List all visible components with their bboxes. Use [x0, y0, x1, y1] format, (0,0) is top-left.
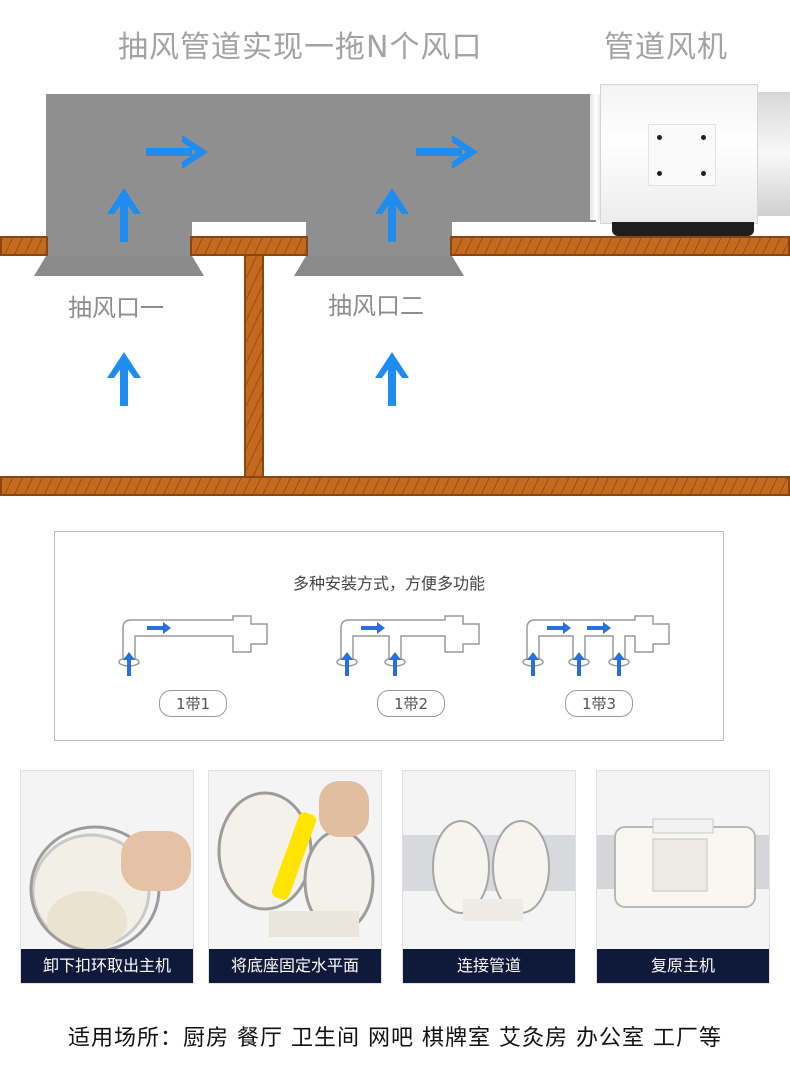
branch-flange-1	[34, 256, 204, 276]
partition-wall	[244, 254, 264, 478]
photo-fan-ring-icon	[29, 825, 191, 951]
photo-restored-fan-icon	[597, 818, 769, 908]
ceiling-left	[0, 236, 48, 256]
branch-flange-2	[294, 256, 464, 276]
floor	[0, 476, 790, 496]
step-photo-3: 连接管道	[402, 770, 576, 984]
photo-caption-3: 连接管道	[403, 949, 575, 983]
step-photo-1: 卸下扣环取出主机	[20, 770, 194, 984]
applicable-venues: 适用场所：厨房 餐厅 卫生间 网吧 棋牌室 艾灸房 办公室 工厂等	[68, 1026, 722, 1051]
mode-label-1: 1带1	[159, 690, 228, 717]
photo-duct-connect-icon	[403, 820, 575, 921]
arrow-up-icon	[375, 188, 409, 242]
fan-inlet-pipe	[590, 94, 602, 220]
photo-base-icon	[217, 781, 375, 937]
install-diagrams	[118, 615, 670, 676]
port2-label: 抽风口二	[328, 292, 424, 320]
main-duct	[46, 94, 596, 222]
install-modes-panel: 多种安装方式，方便多功能	[54, 531, 724, 741]
mode-label-3: 1带3	[565, 690, 634, 717]
branch-duct-1	[46, 218, 192, 258]
step-photo-2: 将底座固定水平面	[208, 770, 382, 984]
arrow-right-icon	[146, 135, 208, 169]
install-title: 多种安装方式，方便多功能	[292, 574, 485, 593]
photo-caption-2: 将底座固定水平面	[209, 949, 381, 983]
duct-title: 抽风管道实现一拖N个风口	[118, 30, 483, 65]
arrow-up-icon	[107, 188, 141, 242]
arrow-up-icon	[107, 352, 141, 406]
ceiling-right	[450, 236, 790, 256]
arrow-up-icon	[375, 352, 409, 406]
arrow-right-icon	[416, 135, 478, 169]
airflow-arrows	[107, 135, 478, 406]
step-photo-4: 复原主机	[596, 770, 770, 984]
photo-caption-4: 复原主机	[597, 949, 769, 983]
bolt	[701, 171, 706, 176]
mode-label-2: 1带2	[377, 690, 446, 717]
fan-outlet-pipe	[756, 92, 790, 216]
photo-caption-1: 卸下扣环取出主机	[21, 949, 193, 983]
fan-title: 管道风机	[604, 30, 728, 65]
port1-label: 抽风口一	[68, 294, 164, 322]
bolt	[701, 135, 706, 140]
branch-duct-2	[306, 218, 452, 258]
bolt	[657, 171, 662, 176]
bolt	[657, 135, 662, 140]
fan-junction-plate	[648, 124, 716, 186]
fan-base	[612, 222, 754, 236]
